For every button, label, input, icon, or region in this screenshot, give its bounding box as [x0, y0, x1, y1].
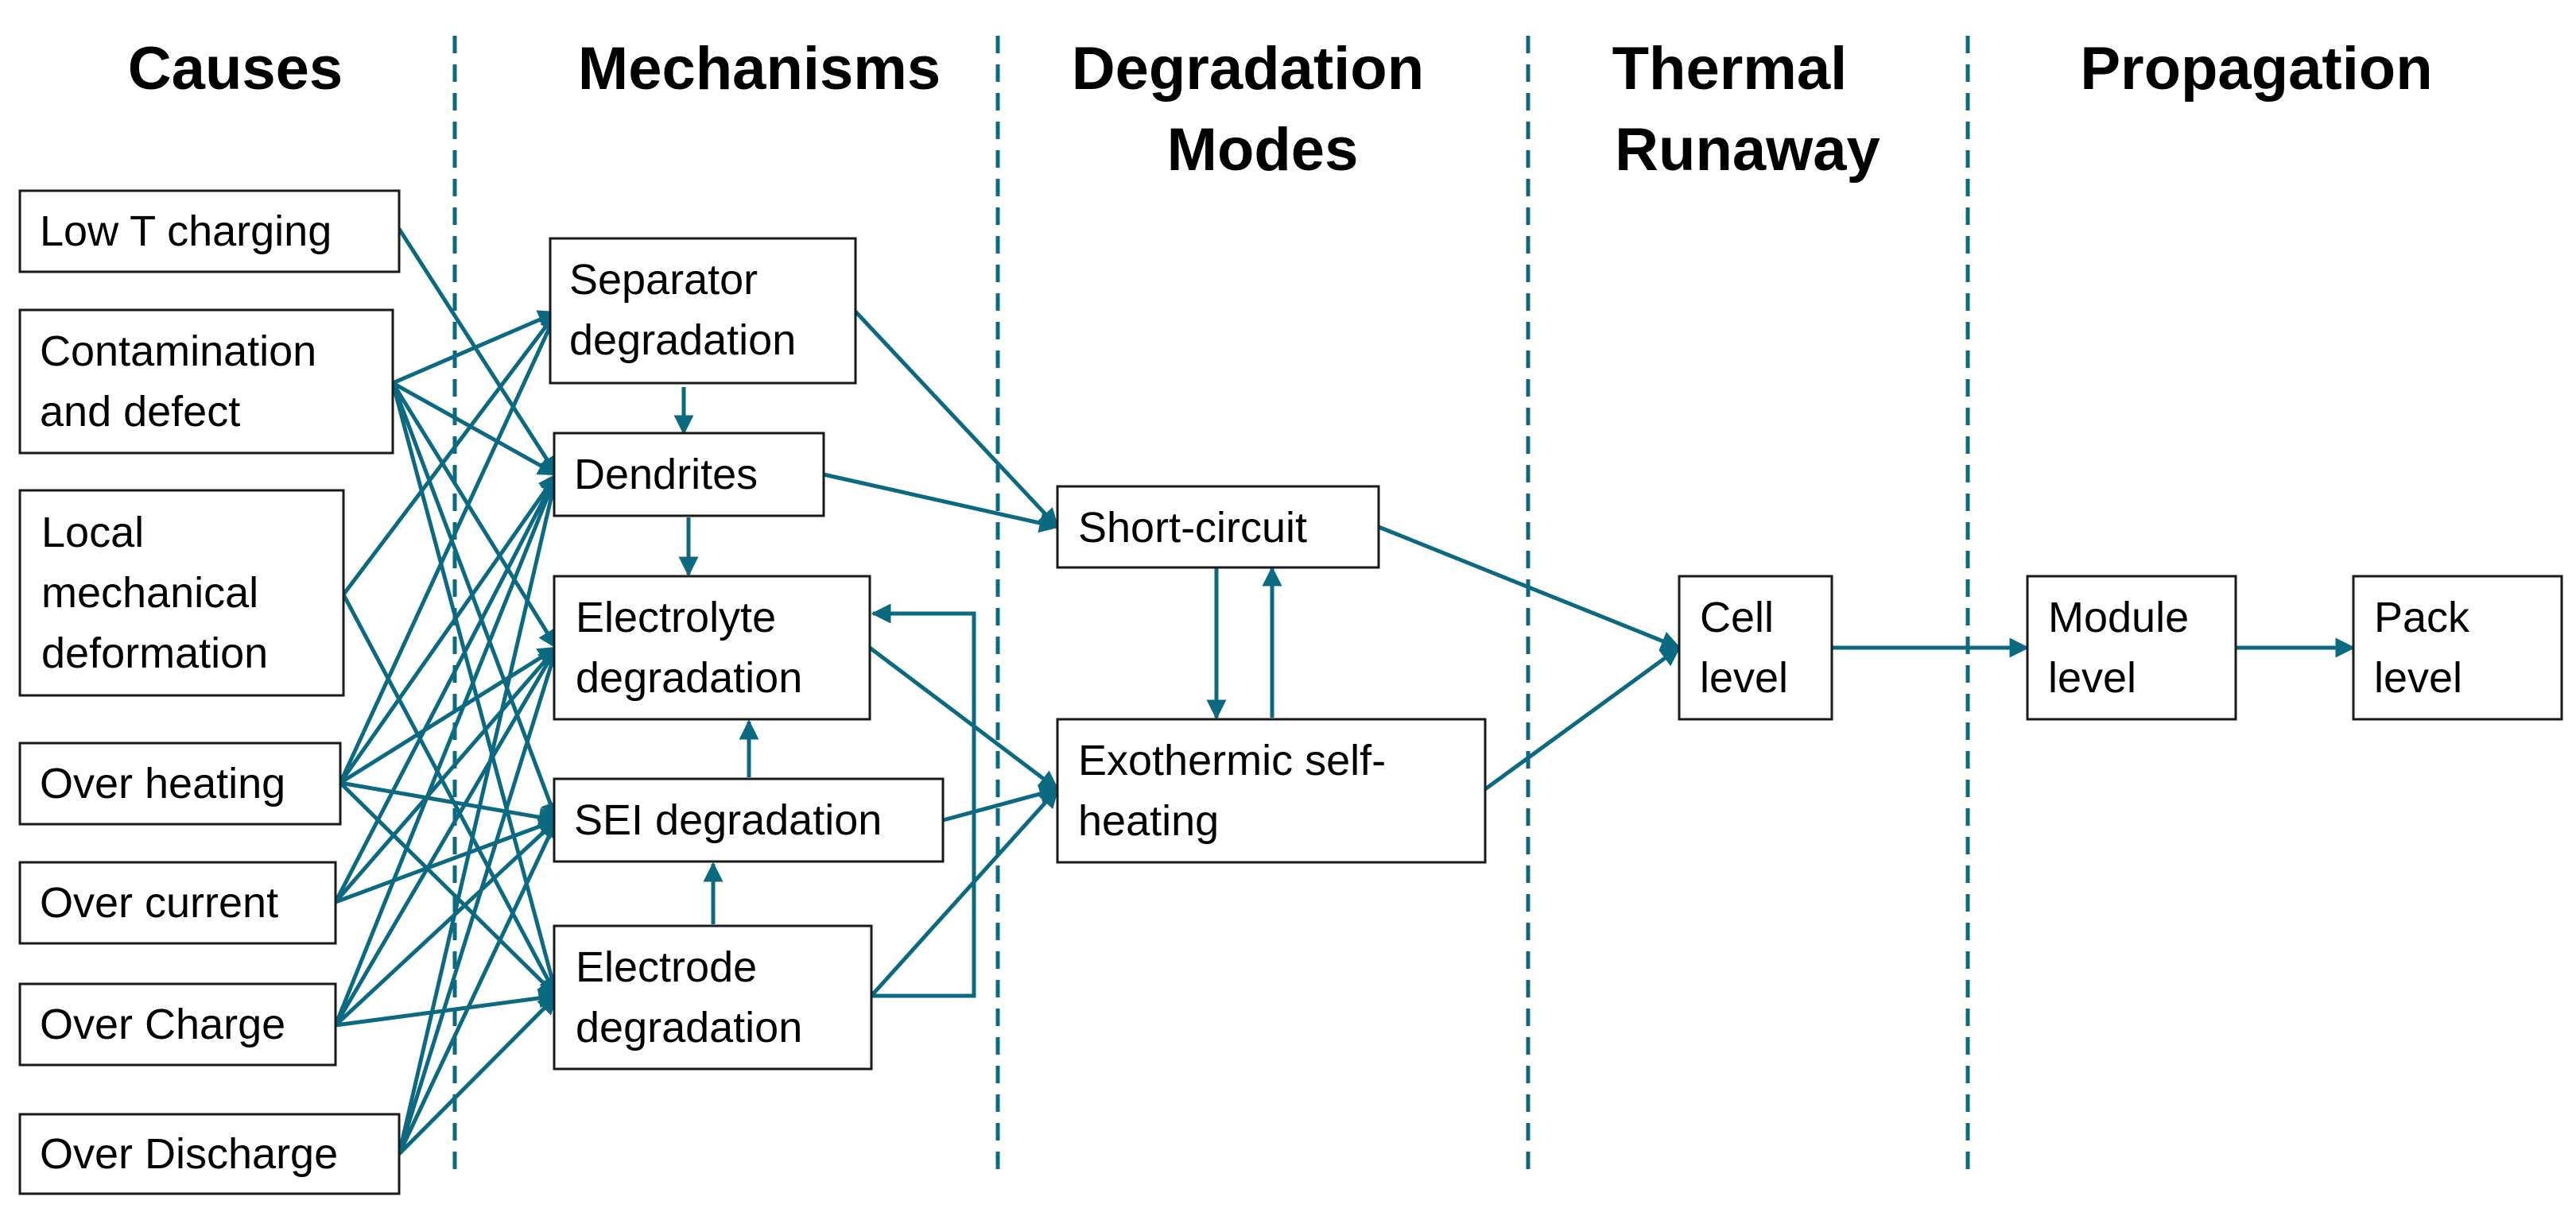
node-electrolyte-degradation: Electrolyte degradation	[553, 575, 871, 721]
edge-contam-electrode	[390, 382, 562, 998]
edge-mech-electrode	[341, 593, 559, 998]
edge-contam-separator	[392, 310, 559, 385]
node-module-level: Module level	[2026, 575, 2237, 721]
edge-exo-cell	[1484, 645, 1682, 792]
node-short-circuit: Short-circuit	[1056, 485, 1380, 569]
edge-sei-exo	[942, 784, 1060, 823]
svg-text:Electrode degradation: Electrode degradation	[576, 943, 802, 1051]
edge-charge-electrode	[335, 988, 559, 1028]
edge-current-sei	[335, 817, 559, 904]
node-over-charge: Over Charge	[18, 982, 337, 1067]
svg-text:Low T charging: Low T charging	[40, 207, 332, 255]
node-electrode-degradation: Electrode degradation	[553, 924, 873, 1071]
edge-heat-dendrites	[338, 472, 559, 784]
node-over-current: Over current	[18, 861, 337, 945]
edge-current-dendrites	[333, 472, 559, 904]
svg-text:Over heating: Over heating	[40, 760, 285, 807]
node-cell-level: Cell level	[1678, 575, 1833, 721]
svg-text:Contamination and defect: Contamination and defect	[40, 327, 328, 436]
edge-discharge-sei	[397, 818, 559, 1156]
edge-mech-separator	[342, 311, 558, 596]
node-local-mechanical: Local mechanical deformation	[18, 489, 345, 697]
node-pack-level: Pack level	[2352, 575, 2563, 721]
svg-text:Over Charge: Over Charge	[40, 1001, 285, 1048]
svg-text:Over Discharge: Over Discharge	[40, 1130, 338, 1178]
edge-charge-dendrites	[333, 472, 560, 1026]
edge-charge-electrolyte	[333, 645, 559, 1027]
svg-text:Exothermic self- heating: Exothermic self- heating	[1078, 737, 1398, 845]
edge-heat-electrolyte	[339, 645, 559, 785]
svg-text:Local mechanical d: Local mechanical deformation	[41, 509, 270, 677]
edge-short-cell	[1378, 525, 1682, 651]
edge-heat-sei	[339, 780, 559, 827]
header-causes: Causes	[128, 35, 343, 103]
header-thermal-runaway: Thermal Runaway	[1612, 35, 1880, 184]
node-over-heating: Over heating	[18, 742, 342, 826]
header-propagation: Propagation	[2080, 35, 2432, 103]
edge-contam-sei	[390, 382, 560, 823]
node-contamination: Contamination and defect	[18, 308, 394, 455]
edge-contam-electrolyte	[390, 381, 559, 650]
edge-electrolyte-exo	[868, 646, 1059, 791]
edge-contam-dendrites	[391, 381, 559, 477]
node-sei-degradation: SEI degradation	[553, 777, 945, 863]
edge-discharge-dendrites	[397, 472, 563, 1155]
node-low-t-charging: Low T charging	[18, 189, 401, 273]
svg-text:Cell level: Cell level	[1700, 594, 1788, 702]
edge-separator-short	[854, 310, 1059, 529]
svg-text:Short-circuit: Short-circuit	[1078, 504, 1307, 552]
edge-dendrites-short	[823, 472, 1060, 533]
edge-charge-sei	[334, 819, 558, 1027]
column-dividers	[452, 36, 1970, 1176]
node-dendrites: Dendrites	[553, 432, 825, 517]
svg-text:Separator degradation: Separator degradation	[569, 256, 796, 364]
edge-electrode-exo	[870, 788, 1059, 997]
node-over-discharge: Over Discharge	[18, 1113, 401, 1195]
svg-text:SEI degradation: SEI degradation	[574, 796, 882, 844]
header-degradation-modes: Degradation Modes	[1072, 35, 1441, 184]
edge-lowt-dendrites	[397, 227, 559, 477]
edge-current-electrolyte	[334, 646, 558, 904]
edge-heat-separator	[338, 310, 559, 784]
svg-text:Module level: Module level	[2048, 594, 2201, 702]
svg-text:Dendrites: Dendrites	[574, 451, 758, 498]
svg-text:Electrolyte degradation: Electrolyte degradation	[576, 594, 802, 702]
edge-discharge-electrolyte	[397, 645, 561, 1155]
edge-discharge-electrode	[398, 994, 558, 1156]
node-separator-degradation: Separator degradation	[549, 237, 857, 385]
column-headers: Causes Mechanisms Degradation Modes Ther…	[128, 35, 2433, 184]
svg-text:Over current: Over current	[40, 879, 278, 927]
svg-text:Pack level: Pack level	[2374, 594, 2481, 702]
edge-electrode-electrolyte-loop	[871, 603, 976, 998]
node-exothermic: Exothermic self- heating	[1056, 718, 1487, 864]
header-mechanisms: Mechanisms	[578, 35, 941, 103]
edge-heat-electrode	[339, 781, 558, 997]
edges	[333, 227, 2356, 1156]
